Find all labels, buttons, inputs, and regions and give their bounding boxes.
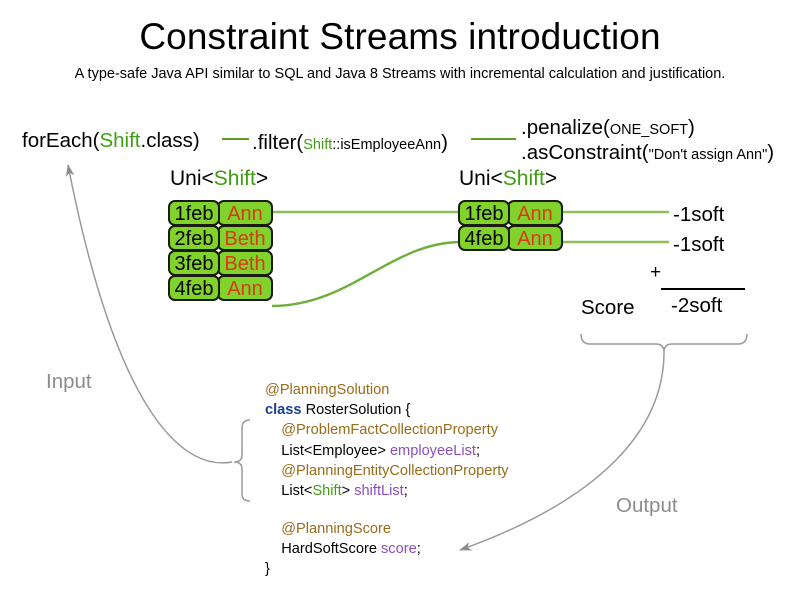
caption-right-type: Shift [502,167,545,190]
fact-employee: Ann [507,200,563,226]
code-shift-type: Shift [312,483,342,500]
as-constraint-call: .asConstraint( [521,141,649,164]
code-brace [233,419,251,502]
fact-date: 3feb [168,250,220,276]
stream-caption-right: Uni<Shift> [459,167,557,191]
sum-rule [661,288,745,290]
caption-left-prefix: Uni< [170,167,214,190]
fact-employee: Ann [507,225,563,251]
expr-for-each: forEach(Shift.class) [22,129,200,153]
filter-call: .filter( [252,131,304,154]
code-keyword-class: class [265,402,302,419]
filter-tail: ) [441,131,448,154]
fact-date: 1feb [168,200,220,226]
sum-operator: + [650,262,662,283]
fact-date: 2feb [168,225,220,251]
fact-employee: Ann [217,200,273,226]
as-constraint-tail: ) [767,141,775,164]
for-each-call: forEach( [22,129,100,152]
stream-caption-left: Uni<Shift> [170,167,268,191]
fact-date: 1feb [458,200,510,226]
code-annotation-planning-entity: @PlanningEntityCollectionProperty [281,462,509,479]
code-annotation-problem-fact: @ProblemFactCollectionProperty [281,422,498,439]
code-annotation-planning-solution: @PlanningSolution [265,382,390,398]
caption-right-suffix: > [544,167,558,190]
code-shift-field: shiftList [354,483,404,500]
code-block-score: @PlanningScore HardSoftScore score; } [265,519,421,580]
code-score-semicolon: ; [416,541,421,558]
code-shift-type-pre: List< [281,483,313,500]
penalize-call: .penalize( [521,116,610,139]
table-row: 3feb Beth [168,250,273,276]
table-row: 1feb Ann [168,200,273,226]
code-employee-type: List<Employee> [281,442,390,459]
code-closing-brace: } [265,561,270,578]
penalty-label-1: -1soft [673,203,725,226]
code-employee-semicolon: ; [475,442,480,459]
fact-employee: Beth [217,250,273,276]
input-label: Input [46,370,92,393]
fact-table-right: 1feb Ann 4feb Ann [458,200,563,251]
fact-table-left: 1feb Ann 2feb Beth 3feb Beth 4feb Ann [168,200,273,301]
fact-employee: Ann [217,275,273,301]
table-row: 1feb Ann [458,200,563,226]
score-total: -2soft [671,294,723,317]
penalize-tail: ) [688,116,695,139]
code-block-solution: @PlanningSolution class RosterSolution {… [265,380,509,501]
penalty-label-2: -1soft [673,233,725,256]
fact-date: 4feb [458,225,510,251]
table-row: 4feb Ann [168,275,273,301]
expr-as-constraint: .asConstraint("Don't assign Ann") [521,141,774,165]
score-brace [580,333,748,353]
table-row: 4feb Ann [458,225,563,251]
for-each-tail: .class) [140,129,200,152]
expr-penalize: .penalize(ONE_SOFT) [521,116,695,140]
score-label: Score [581,296,635,319]
code-employee-field: employeeList [389,442,476,459]
expr-filter: .filter(Shift::isEmployeeAnn) [252,131,448,155]
code-annotation-planning-score: @PlanningScore [281,521,391,537]
page-title: Constraint Streams introduction [139,16,661,57]
code-score-field: score [381,541,417,558]
as-constraint-arg: "Don't assign Ann" [648,147,768,163]
page-subtitle: A type-safe Java API similar to SQL and … [74,66,726,82]
for-each-type: Shift [99,129,141,152]
caption-right-prefix: Uni< [459,167,503,190]
filter-method: ::isEmployeeAnn [332,137,442,153]
code-class-name: RosterSolution { [301,402,411,419]
fact-employee: Beth [217,225,273,251]
stream-wire-4feb [271,240,461,308]
penalize-arg: ONE_SOFT [609,122,689,138]
code-score-type: HardSoftScore [281,541,381,558]
caption-left-suffix: > [255,167,269,190]
caption-left-type: Shift [213,167,256,190]
code-shift-semicolon: ; [403,483,408,500]
fact-date: 4feb [168,275,220,301]
table-row: 2feb Beth [168,225,273,251]
filter-type: Shift [303,137,333,153]
output-label: Output [616,494,678,517]
code-shift-type-post: > [341,483,355,500]
